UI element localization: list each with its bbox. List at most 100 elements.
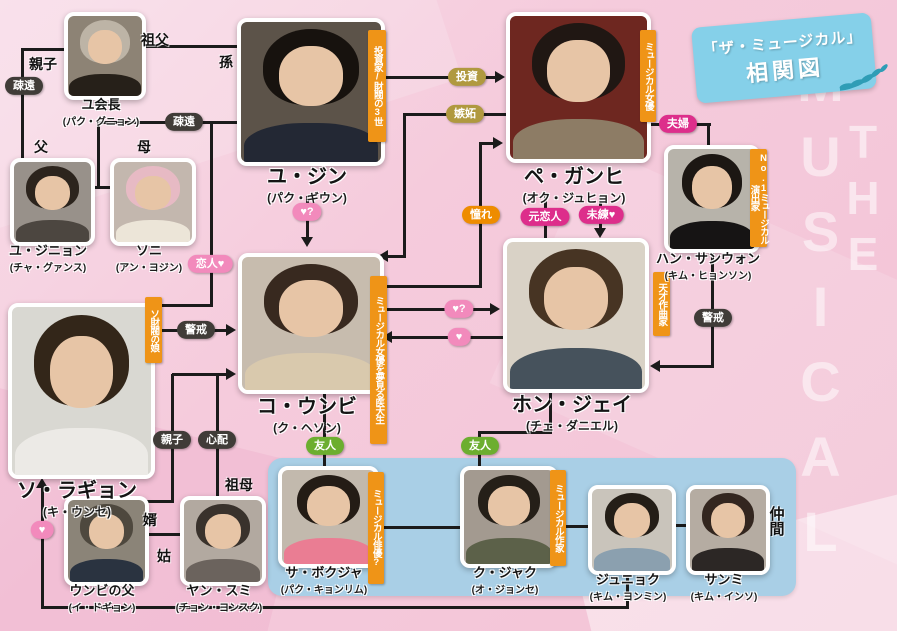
relationship-line (668, 524, 687, 527)
photo-yu-kaicho (64, 12, 146, 100)
character-name: ソニ (135, 243, 163, 258)
relationship-label: 姑 (157, 548, 171, 564)
character-name: ユ・ジニョン (8, 243, 88, 258)
relationship-label: 婿 (143, 512, 157, 528)
actor-name: (パク・ギウン) (267, 191, 347, 205)
relationship-line (711, 245, 714, 368)
relationship-badge: 親子 (153, 430, 191, 450)
character-name: ユ・ジン (267, 166, 347, 188)
name-sa-bokja: サ・ボクジャ(パク・キョンリム) (281, 562, 367, 596)
relationship-badge: 元恋人 (520, 207, 570, 227)
relationship-line (323, 386, 326, 468)
title-badge: 「ザ・ミュージカル」 相関図 (691, 12, 888, 104)
relationship-label: 孫 (219, 54, 233, 70)
name-yu-kaicho: ユ会長(パク・グニョン) (63, 94, 139, 128)
ribbon-sa-bokja: ミュージカル俳優? (368, 472, 384, 584)
torso-shape (593, 548, 671, 571)
actor-name: (チェ・ダニエル) (526, 419, 618, 433)
face-shape (710, 502, 746, 539)
face-shape (278, 45, 344, 106)
relationship-line (403, 113, 406, 258)
relationship-label: 父 (34, 139, 48, 155)
torso-shape (669, 221, 755, 249)
name-bae-ganghee: ペ・ガンヒ(オク・ジュヒョン) (523, 160, 626, 206)
photo-seo-rakyung (8, 303, 155, 479)
relationship-line (41, 606, 629, 609)
relationship-line (377, 76, 499, 79)
face-shape (544, 266, 608, 331)
photo-soni (110, 158, 196, 246)
name-hong-jaeyi: ホン・ジェイ (チェ・ダニエル) (512, 388, 632, 434)
relationship-label: 親子 (29, 56, 57, 72)
face-shape (307, 485, 350, 527)
actor-name: (キ・ウンセ) (43, 505, 111, 519)
name-ko-eunbi: コ・ウンビ (ク・ヘソン) (257, 390, 357, 436)
relationship-badge: 警戒 (694, 308, 732, 328)
relationship-line (141, 533, 181, 536)
arrow-head-icon (301, 237, 313, 247)
name-yang-sumi: ヤン・スミ(チョン・ヨンスク) (176, 580, 262, 614)
relationship-label: 母 (137, 139, 151, 155)
name-ku-jak: ク・ジャク(オ・ジョンセ) (472, 562, 539, 596)
face-shape (49, 335, 114, 408)
torso-shape (14, 427, 149, 475)
relationship-badge: 投資 (448, 67, 486, 87)
relationship-badge: ♥? (444, 299, 474, 319)
arrow-head-icon (650, 360, 660, 372)
relationship-badge: 夫婦 (659, 114, 697, 134)
relationship-line (550, 525, 590, 528)
photo-sa-bokja (278, 466, 379, 568)
photo-sangmi (686, 485, 770, 575)
torso-shape (243, 122, 379, 162)
face-shape (205, 513, 241, 550)
character-name: コ・ウンビ (257, 396, 357, 418)
relationship-line (210, 122, 213, 307)
torso-shape (283, 537, 374, 564)
character-name: ジュニョク (595, 572, 661, 587)
relationship-line (382, 255, 406, 258)
arrow-head-icon (490, 303, 500, 315)
relationship-badge: 友人 (306, 436, 344, 456)
relationship-badge: 警戒 (177, 320, 215, 340)
relationship-badge: 疎遠 (5, 76, 43, 96)
ribbon-seo-rakyung: ソ財閥の娘 (145, 297, 162, 363)
face-shape (34, 175, 71, 210)
arrow-head-icon (495, 71, 505, 83)
relationship-badge: 友人 (461, 436, 499, 456)
face-shape (613, 502, 651, 539)
actor-name: (ク・ヘソン) (273, 421, 341, 435)
relationship-line (21, 48, 24, 160)
face-shape (88, 513, 125, 550)
character-name: ウンビの父 (69, 583, 135, 598)
arrow-head-icon (36, 478, 48, 488)
relationship-badge: ♥ (447, 327, 471, 347)
laurel-icon (839, 64, 888, 91)
actor-name: (オク・ジュヒョン) (522, 191, 626, 205)
photo-han-sangwon (664, 145, 760, 253)
relationship-line (375, 285, 482, 288)
name-yu-jinyeong: ユ・ジニョン(チャ・グァンス) (9, 240, 87, 274)
arrow-head-icon (594, 228, 606, 238)
actor-name: (キム・インソ) (690, 592, 758, 603)
character-name: ユ会長 (81, 97, 121, 112)
relationship-line (141, 500, 174, 503)
relationship-label: 仲間 (767, 506, 785, 536)
torso-shape (69, 73, 141, 96)
arrow-head-icon (226, 368, 236, 380)
relationship-badge: 未練♥ (578, 205, 624, 225)
name-junyeok: ジュニョク(キム・ヨンミン) (590, 569, 667, 603)
relationship-line (626, 567, 629, 609)
relationship-badge: 嫉妬 (446, 104, 484, 124)
character-name: サ・ボクジャ (285, 565, 363, 580)
torso-shape (185, 559, 261, 582)
relationship-line (97, 121, 100, 189)
character-name: ホン・ジェイ (512, 394, 632, 416)
relationship-line (478, 431, 552, 434)
watermark-the: THE (837, 116, 889, 284)
character-name: ク・ジャク (472, 565, 538, 580)
name-eunbi-father: ウンビの父(イ・ドギョン) (69, 580, 136, 614)
ribbon-bae-ganghee: ミュージカル女優 (640, 30, 656, 122)
photo-yang-sumi (180, 496, 266, 586)
relationship-line (371, 526, 461, 529)
